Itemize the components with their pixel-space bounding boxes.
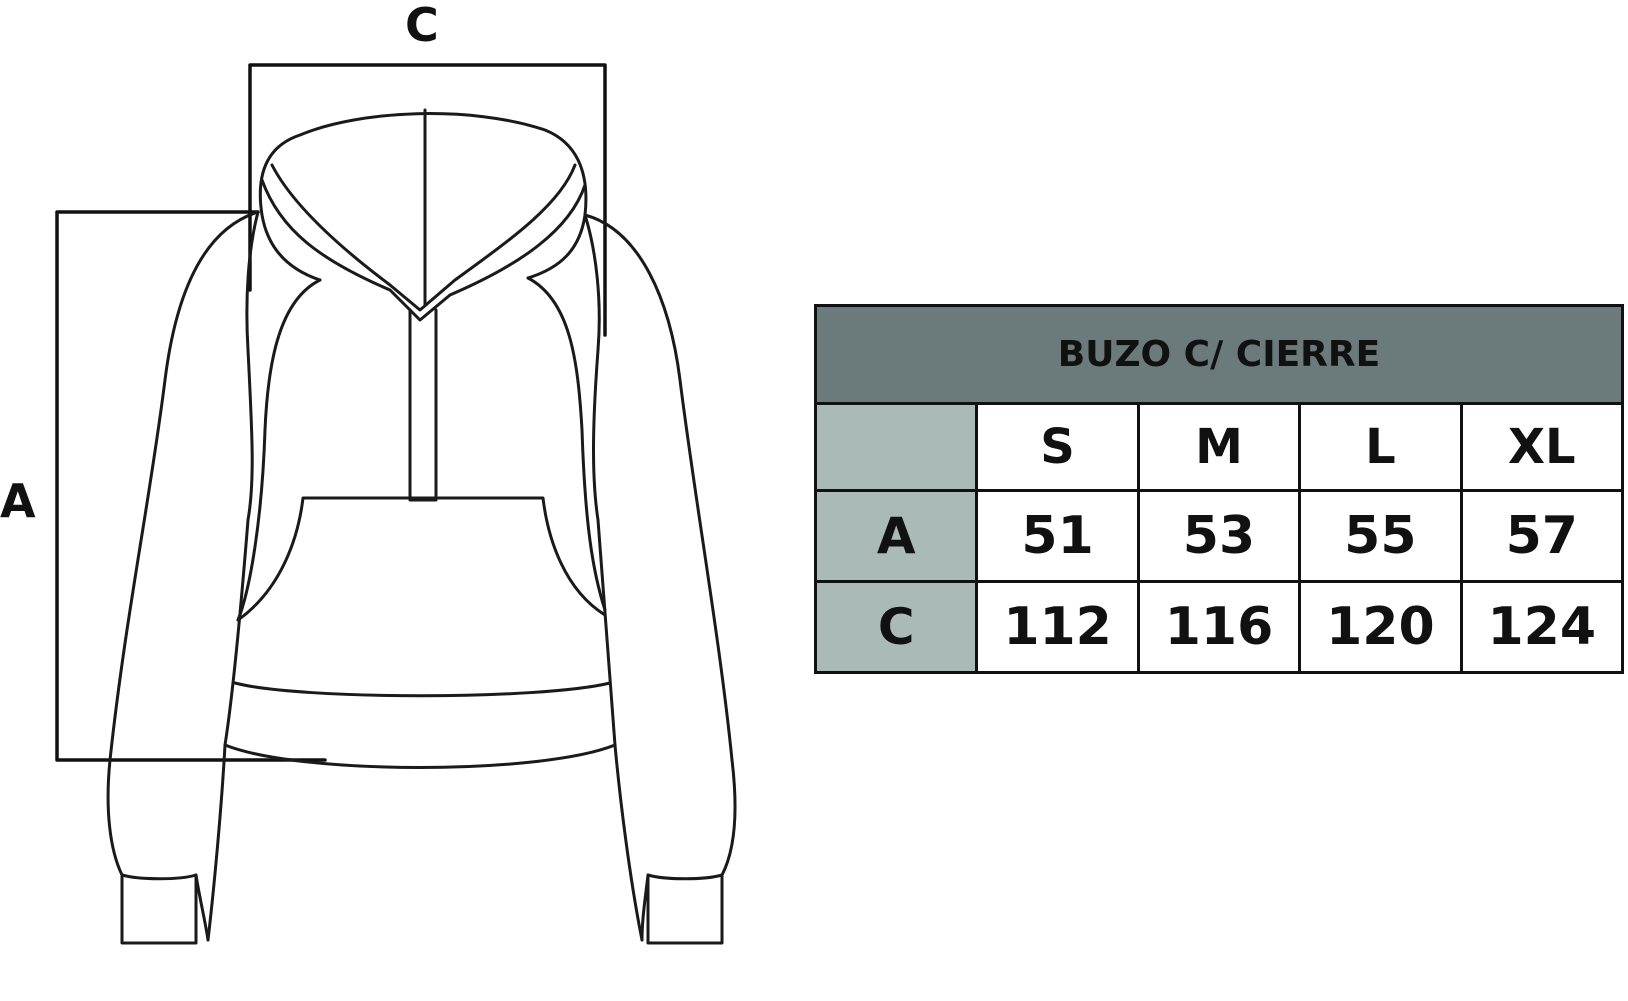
value-a-m: 53: [1136, 489, 1302, 583]
table-row: A 51 53 55 57: [813, 489, 1625, 583]
size-header-m: M: [1136, 402, 1302, 492]
dimension-c-bracket: [248, 63, 607, 337]
table-corner-cell: [813, 402, 979, 492]
row-label-c: C: [813, 580, 979, 674]
value-c-m: 116: [1136, 580, 1302, 674]
table-title-row: BUZO C/ CIERRE: [814, 304, 1624, 405]
table-title: BUZO C/ CIERRE: [814, 304, 1624, 405]
hoodie-sketch: [55, 63, 737, 945]
row-label-a: A: [813, 489, 979, 583]
value-c-s: 112: [975, 580, 1140, 674]
hoodie-diagram: C A: [0, 0, 760, 1001]
value-c-l: 120: [1298, 580, 1463, 674]
size-chart-table: BUZO C/ CIERRE S M L XL A 51 53 55 57 C …: [813, 304, 1625, 674]
left-cuff: [120, 873, 198, 945]
value-c-xl: 124: [1459, 580, 1625, 674]
waistband: [233, 681, 612, 698]
dimension-a-bracket: [55, 210, 327, 762]
zipper: [408, 308, 438, 502]
dimension-c-label: C: [405, 0, 439, 52]
right-cuff: [646, 873, 724, 945]
value-a-xl: 57: [1459, 489, 1625, 583]
size-header-l: L: [1298, 402, 1463, 492]
hood-outline: [258, 112, 588, 217]
value-a-l: 55: [1298, 489, 1463, 583]
dimension-a-label: A: [0, 474, 36, 528]
kangaroo-pocket: [236, 496, 607, 622]
table-row: C 112 116 120 124: [813, 580, 1625, 674]
value-a-s: 51: [975, 489, 1140, 583]
size-header-xl: XL: [1459, 402, 1625, 492]
size-header-s: S: [975, 402, 1140, 492]
size-header-row: S M L XL: [813, 402, 1625, 492]
